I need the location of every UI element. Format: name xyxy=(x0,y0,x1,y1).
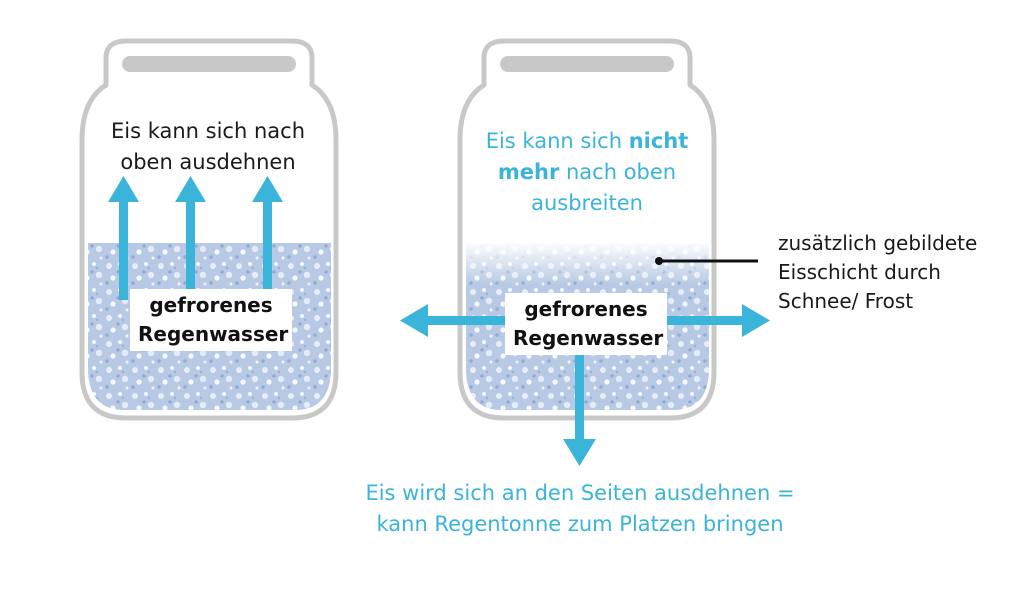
right-jar-outline xyxy=(457,38,717,421)
right-side-arrow xyxy=(650,304,770,337)
right-jar-caption: Eis kann sich nicht mehr nach oben ausbr… xyxy=(470,126,704,219)
up-arrow-2 xyxy=(175,176,206,295)
side-note-line2: Eisschicht durch xyxy=(778,260,941,284)
right-jar-lid xyxy=(500,56,674,72)
down-arrow xyxy=(563,350,596,466)
right-jar xyxy=(457,38,717,421)
right-jar-label: gefrorenes Regenwasser xyxy=(505,293,667,355)
right-jar-snow-layer xyxy=(466,243,709,285)
right-caption-pre: Eis kann sich xyxy=(485,129,629,153)
left-label-line2: Regenwasser xyxy=(138,322,289,346)
snow-layer-pointer xyxy=(655,257,758,265)
right-caption-bold1: nicht xyxy=(628,129,689,153)
right-caption-line1: Eis kann sich nicht xyxy=(470,126,704,157)
left-caption-line2: oben ausdehnen xyxy=(120,150,296,174)
left-jar-lid xyxy=(122,56,296,72)
right-expansion-arrows xyxy=(400,304,770,466)
up-arrow-3 xyxy=(252,176,283,300)
right-label-line1: gefrorenes xyxy=(524,297,648,321)
right-caption-bold2: mehr xyxy=(497,160,560,184)
left-jar-caption: Eis kann sich nach oben ausdehnen xyxy=(90,116,326,178)
bottom-line1: Eis wird sich an den Seiten ausdehnen = xyxy=(365,481,795,505)
side-note-line1: zusätzlich gebildete xyxy=(778,231,978,255)
left-jar-label: gefrorenes Regenwasser xyxy=(130,289,292,351)
left-side-arrow xyxy=(400,304,514,337)
left-label-line1: gefrorenes xyxy=(149,293,273,317)
left-jar-outline xyxy=(79,38,339,421)
bottom-line2: kann Regentonne zum Platzen bringen xyxy=(376,512,784,536)
left-up-arrows xyxy=(108,176,283,300)
right-caption-line3: ausbreiten xyxy=(531,191,643,215)
left-caption-line1: Eis kann sich nach xyxy=(110,119,305,143)
snow-layer-note: zusätzlich gebildete Eisschicht durch Sc… xyxy=(778,229,1018,316)
right-caption-post: nach oben xyxy=(559,160,677,184)
right-label-line2: Regenwasser xyxy=(513,326,664,350)
right-caption-line2: mehr nach oben xyxy=(470,157,704,188)
bottom-conclusion: Eis wird sich an den Seiten ausdehnen = … xyxy=(300,478,860,540)
side-note-line3: Schnee/ Frost xyxy=(778,289,914,313)
up-arrow-1 xyxy=(108,176,139,300)
